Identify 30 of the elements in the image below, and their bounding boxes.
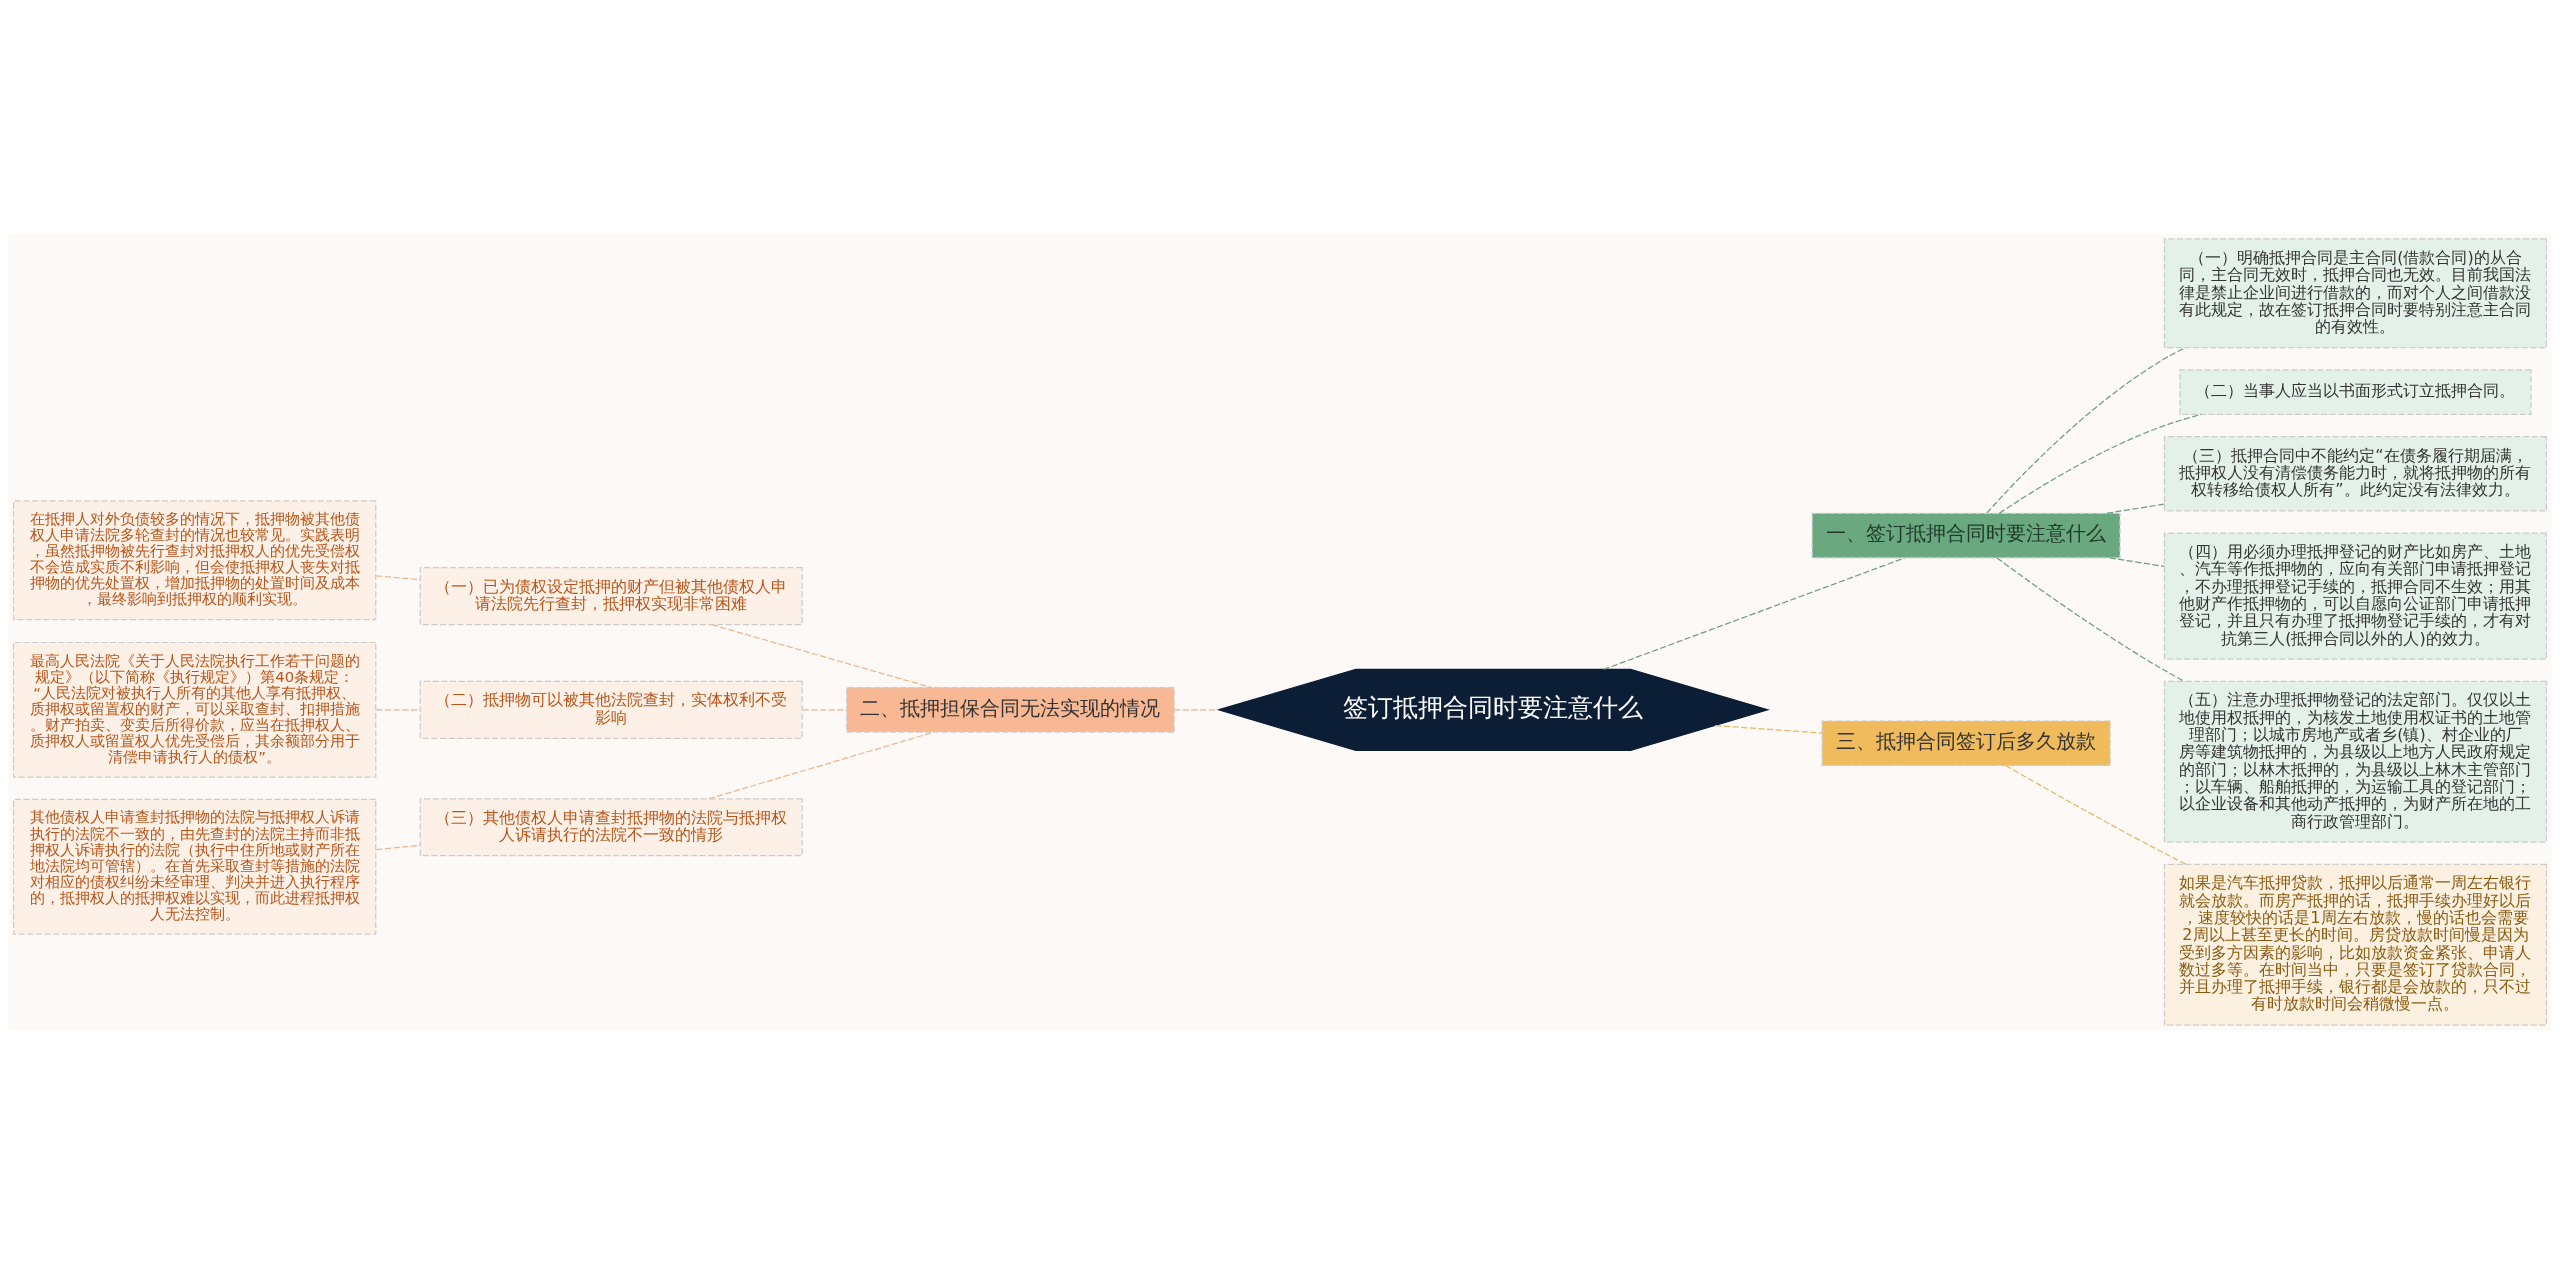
- connector: [375, 574, 421, 580]
- connector: [2106, 503, 2165, 514]
- node-box: 如果是汽车抵押贷款，抵押以后通常一周左右银行就会放款。而房产抵押的话，抵押手续办理好以后，速度较快的话是1周左右放款，慢的话也会需要2周以上甚至更长的时间。房贷放款时间慢是因为受到多方因素的影响，比如放款资金紧张、申请人数过多等。在时间当中，只要是签订了贷款合同，并且办理了抵押手续，银行都是会放款的，只不过有时放款时间会稍微慢一点。: [2163, 863, 2548, 1026]
- connector: [1173, 708, 1220, 710]
- connector: [708, 731, 935, 799]
- node-box: （五）注意办理抵押物登记的法定部门。仅仅以土地使用权抵押的，为核发土地使用权证书的土地管理部门；以城市房地产或者乡(镇)、村企业的厂房等建筑物抵押的，为县级以上地方人民政府规定的部门；以林木抵押的，为县级以上林木主管部门；以车辆、船舶抵押的，为运输工具的登记部门；以企业设备和其他动产抵押的，为财产所在地的工商行政管理部门。: [2163, 680, 2548, 843]
- connector: [375, 708, 421, 710]
- node-box: 其他债权人申请查封抵押物的法院与抵押权人诉请执行的法院不一致的，由先查封的法院主持而非抵押权人诉请执行的法院（执行中住所地或财产所在地法院均可管辖）。在首先采取查封等措施的法院对相应的债权纠纷未经审理、判决并进入执行程序的，抵押权人的抵押权难以实现，而此进程抵押权人无法控制。: [12, 798, 377, 935]
- connector: [802, 708, 847, 710]
- node-box: 三、抵押合同签订后多久放款: [1821, 719, 2111, 766]
- connector: [1996, 556, 2185, 682]
- node-box: （二）当事人应当以书面形式订立抵押合同。: [2179, 368, 2532, 415]
- node-box: （四）用必须办理抵押登记的财产比如房产、土地、汽车等作抵押物的，应向有关部门申请抵押登记，不办理抵押登记手续的，抵押合同不生效；用其他财产作抵押物的，可以自愿向公证部门申请抵押登记，并且只有办理了抵押物登记手续的，才有对抗第三人(抵押合同以外的人)的效力。: [2163, 532, 2548, 660]
- connector: [375, 844, 421, 850]
- node-box: 在抵押人对外负债较多的情况下，抵押物被其他债权人申请法院多轮查封的情况也较常见。实践表明，虽然抵押物被先行查封对抵押权人的优先受偿权不会造成实质不利影响，但会使抵押权人丧失对抵押物的优先处置权，增加抵押物的处置时间及成本，最终影响到抵押权的顺利实现。: [12, 499, 377, 620]
- node-box: （二）抵押物可以被其他法院查封，实体权利不受影响: [419, 680, 803, 739]
- node-box: 一、签订抵押合同时要注意什么: [1811, 512, 2121, 558]
- connector: [711, 623, 933, 688]
- connector: [1602, 556, 1906, 670]
- node-box: 二、抵押担保合同无法实现的情况: [846, 686, 1175, 733]
- connector: [1714, 724, 1823, 734]
- connector: [2005, 764, 2187, 865]
- connector: [1998, 413, 2202, 514]
- node-box: （一）已为债权设定抵押的财产但被其他债权人申请法院先行查封，抵押权实现非常困难: [419, 566, 803, 625]
- node-box: （三）抵押合同中不能约定“在债务履行期届满，抵押权人没有清偿债务能力时，就将抵押物的所有权转移给债权人所有”。此约定没有法律效力。: [2163, 435, 2548, 511]
- connector: [1986, 346, 2186, 513]
- node-box: （一）明确抵押合同是主合同(借款合同)的从合同，主合同无效时，抵押合同也无效。目前我国法律是禁止企业间进行借款的，而对个人之间借款没有此规定，故在签订抵押合同时要特别注意主合同的有效性。: [2163, 237, 2548, 348]
- connector: [2109, 556, 2165, 567]
- node-box: （三）其他债权人申请查封抵押物的法院与抵押权人诉请执行的法院不一致的情形: [419, 797, 803, 856]
- node-box: 最高人民法院《关于人民法院执行工作若干问题的规定》（以下简称《执行规定》）第40条规定：“人民法院对被执行人所有的其他人享有抵押权、质押权或留置权的财产，可以采取查封、扣押措施。财产拍卖、变卖后所得价款，应当在抵押权人、质押权人或留置权人优先受偿后，其余额部分用于清偿申请执行人的债权”。: [12, 641, 377, 778]
